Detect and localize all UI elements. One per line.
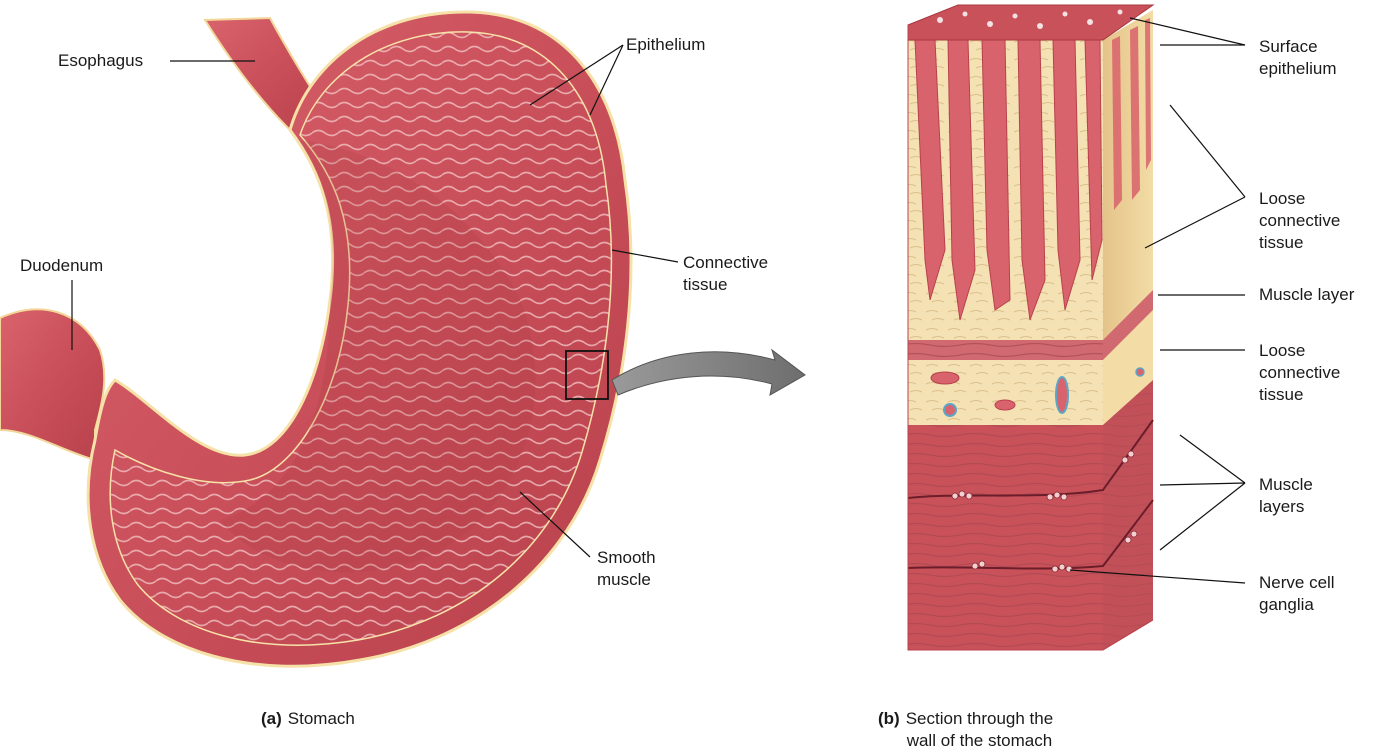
label-connective-tissue: Connective tissue <box>683 252 768 296</box>
label-esophagus: Esophagus <box>58 50 143 72</box>
label-loose-connective-tissue-lower: Loose connective tissue <box>1259 340 1340 406</box>
stomach-illustration <box>0 12 631 666</box>
caption-b-text: Section through the wall of the stomach <box>906 708 1053 752</box>
wall-section-block <box>908 5 1153 650</box>
label-loose-connective-tissue-upper: Loose connective tissue <box>1259 188 1340 254</box>
label-epithelium: Epithelium <box>626 34 705 56</box>
caption-b-letter: (b) <box>878 708 900 752</box>
magnify-arrow <box>612 350 805 395</box>
caption-a-text: Stomach <box>288 709 355 728</box>
caption-panel-a: (a) Stomach <box>261 708 355 730</box>
label-smooth-muscle: Smooth muscle <box>597 547 656 591</box>
caption-panel-b: (b) Section through the wall of the stoma… <box>878 708 1053 752</box>
label-surface-epithelium: Surface epithelium <box>1259 36 1337 80</box>
label-nerve-cell-ganglia: Nerve cell ganglia <box>1259 572 1335 616</box>
caption-a-letter: (a) <box>261 709 282 728</box>
label-duodenum: Duodenum <box>20 255 103 277</box>
label-muscle-layers: Muscle layers <box>1259 474 1313 518</box>
label-muscle-layer: Muscle layer <box>1259 284 1354 306</box>
